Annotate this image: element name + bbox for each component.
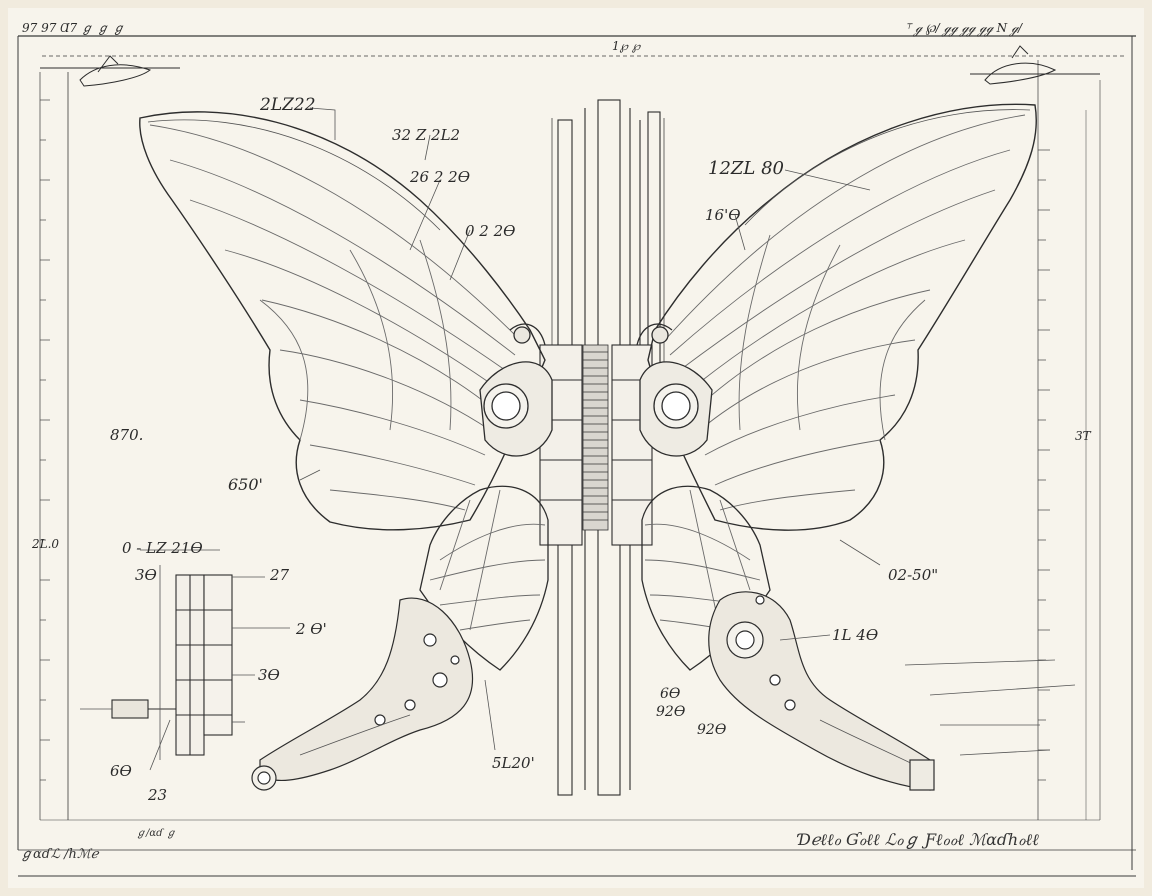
label-left-wing-lower: 650': [228, 475, 263, 494]
label-left-margin: 870.: [110, 426, 143, 444]
label-leg-c: 92Ɵ: [697, 722, 727, 738]
label-wing-left-upper-b: 26 2 2Ɵ: [409, 168, 470, 186]
label-wing-top-left: 2LZ22: [259, 95, 316, 115]
label-detail-d: 3Ɵ: [258, 666, 280, 684]
signature-bottom-right: Ɗℯℓℓℴ Ɠℴℓℓ ℒℴℊ Ƒℓℴℴℓ ℳɑɗℎℴℓℓ: [796, 830, 1039, 849]
label-leg-a: 6Ɵ: [660, 686, 681, 702]
label-edge-left: 2L.0: [31, 537, 59, 551]
label-detail-e: 6Ɵ: [110, 762, 132, 780]
label-right-wing-top: 12ZL 80: [708, 158, 784, 179]
label-detail-top: 0 - LZ 21Ɵ: [122, 539, 203, 557]
signature-bottom-left-small: ℊ/ɑɗ ℊ: [136, 828, 176, 839]
corner-mark-top-left: 97 97 Ɑ7 ℊ ℊ ℊ: [22, 21, 125, 35]
label-leg-b: 92Ɵ: [656, 704, 686, 720]
label-detail-b: 27: [269, 566, 290, 584]
signature-bottom-left: ℊɑɗℒ /ℎℳℯ: [20, 847, 100, 862]
label-wing-left-mid: 0 2 2Ɵ: [465, 222, 515, 240]
label-detail-a: 3Ɵ: [135, 566, 157, 584]
label-wing-left-upper-a: 32 Z 2L2: [392, 126, 460, 144]
corner-mark-top-center: 1℘ ℘: [612, 39, 641, 53]
central-gear-rack: [583, 345, 608, 530]
label-edge-right: 3T: [1075, 429, 1092, 443]
label-detail-c: 2 Ɵ': [295, 620, 327, 638]
label-mechanism-right: 1L 4Ɵ: [832, 626, 878, 644]
label-detail-f: 23: [147, 786, 167, 804]
label-right-wing-upper: 16'Ɵ: [705, 206, 741, 224]
label-right-wing-lower: 02-50": [888, 566, 938, 584]
corner-mark-top-right: ⸆ ℊ ℘/ ℊℊ ℊℊ ℊℊ N ℊ/: [905, 21, 1024, 37]
label-shaft: 5L20': [492, 754, 535, 772]
